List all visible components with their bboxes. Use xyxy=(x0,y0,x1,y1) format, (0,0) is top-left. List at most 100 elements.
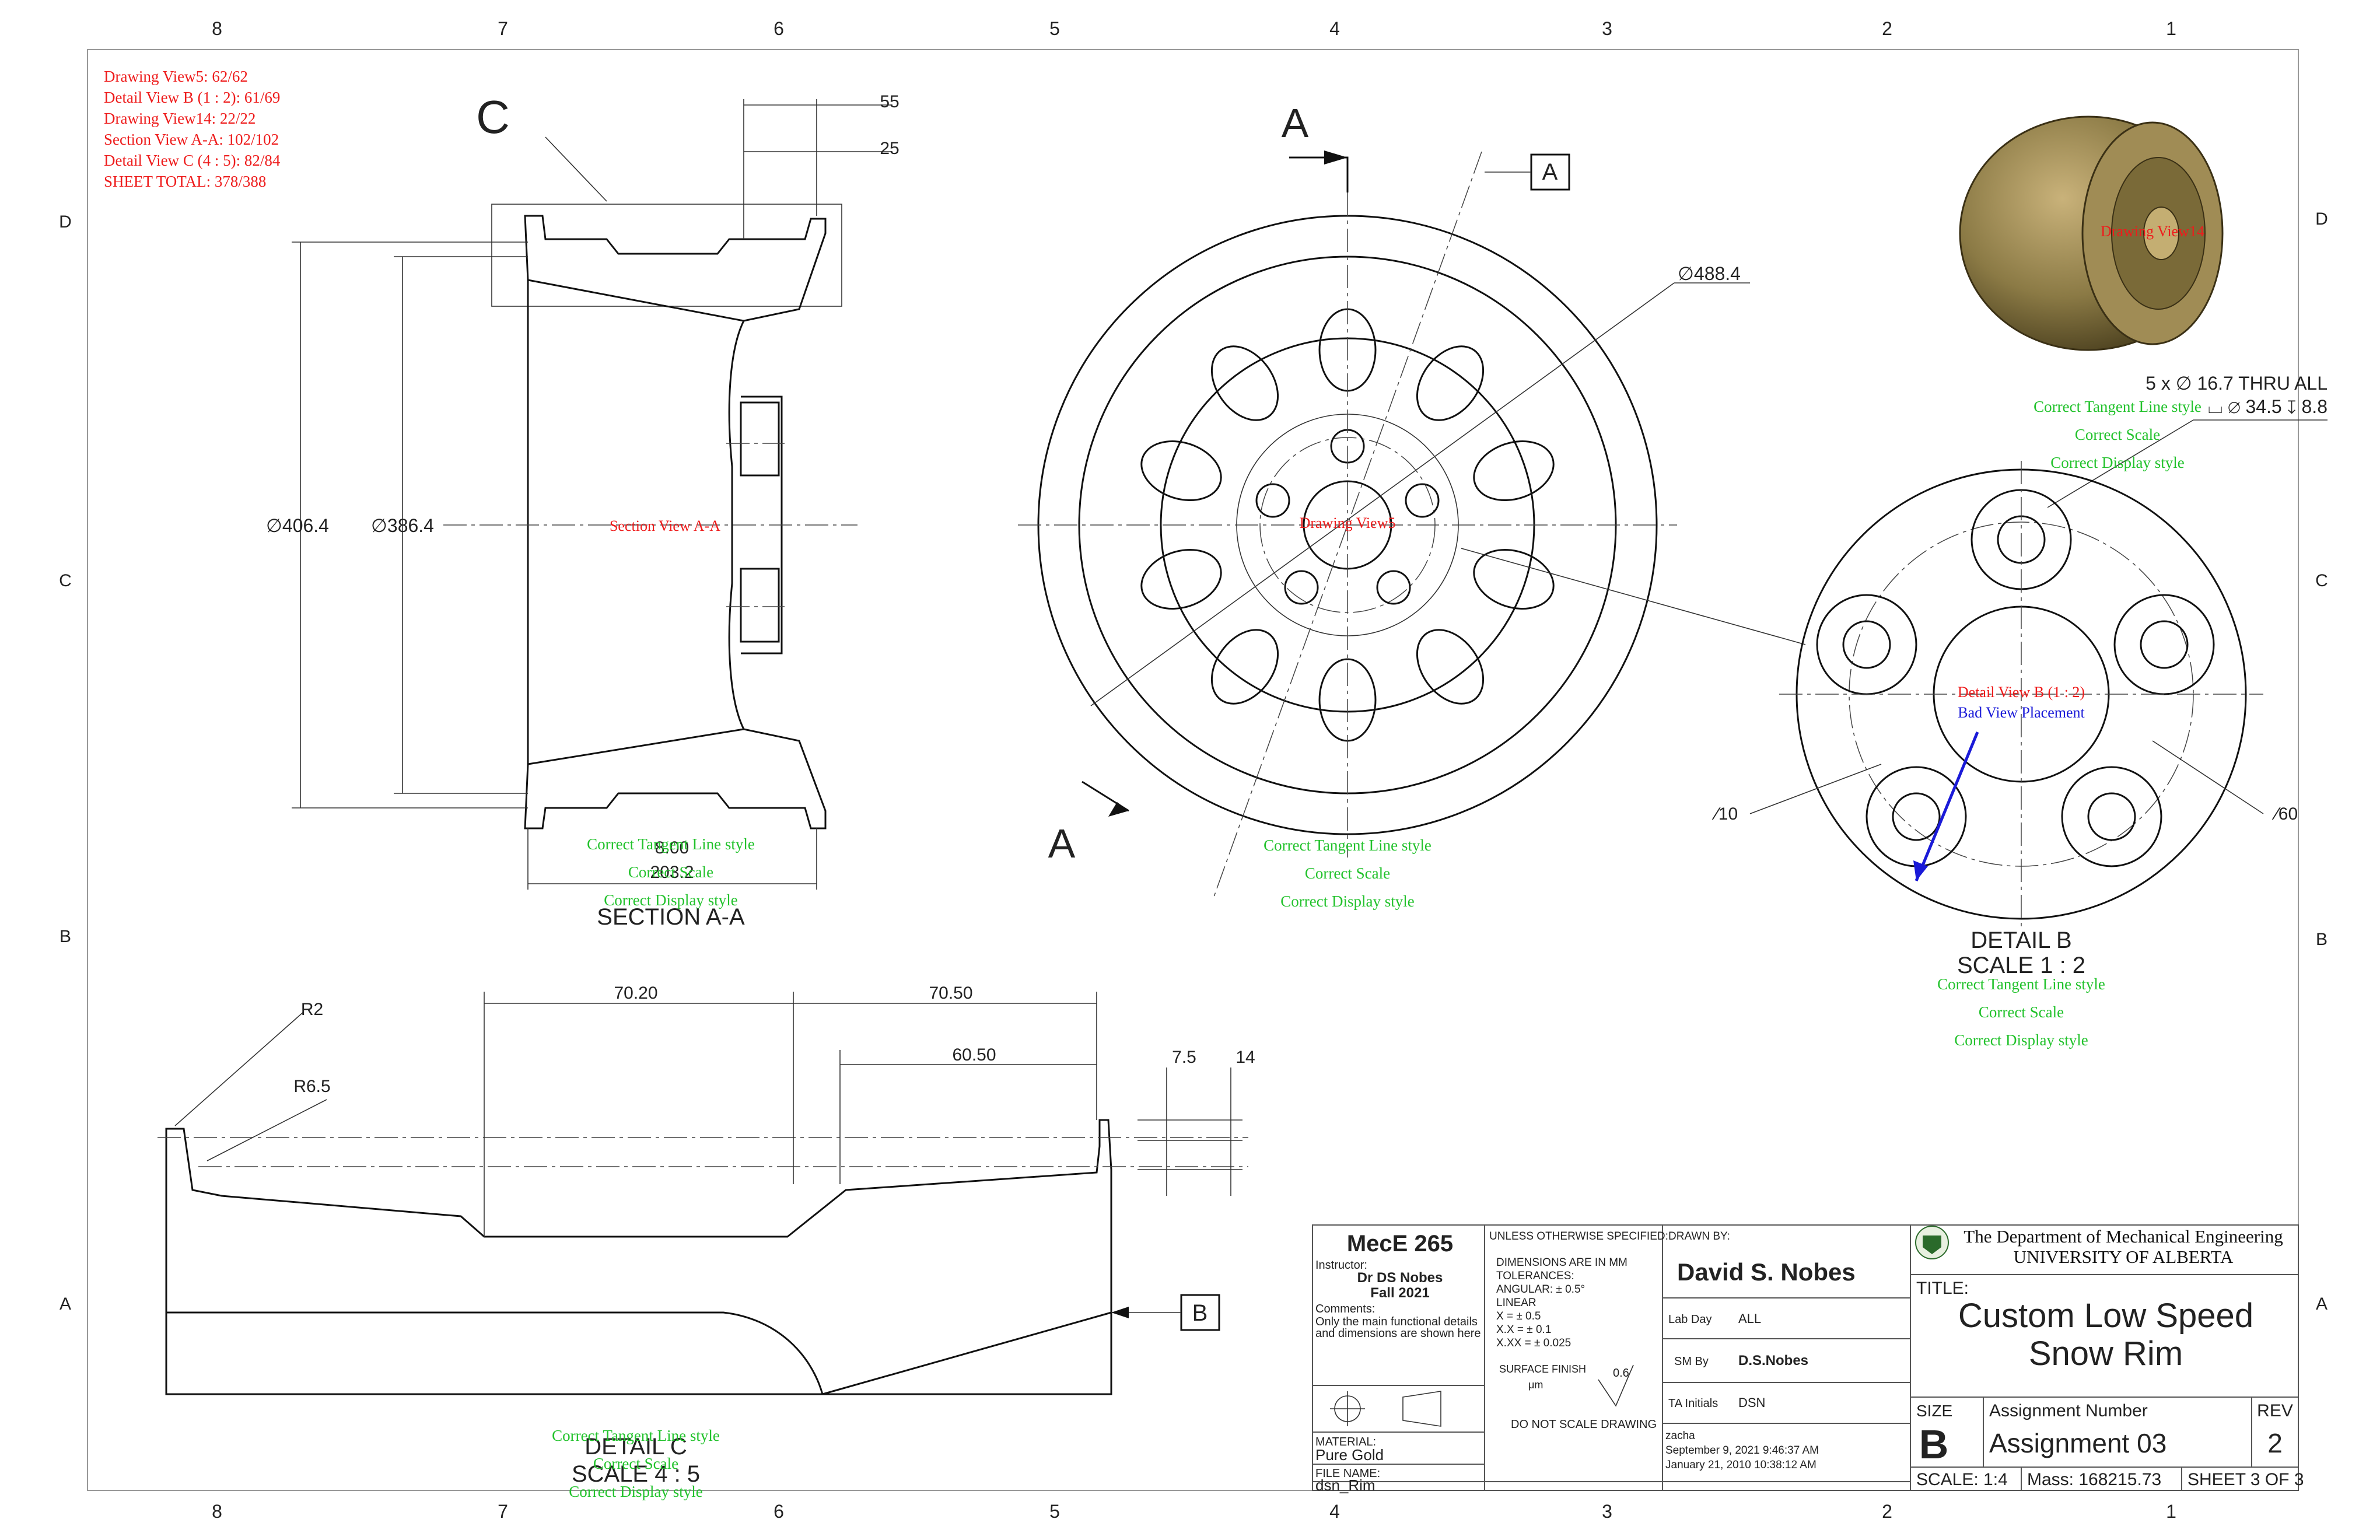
datum-b-triangle xyxy=(1111,1307,1129,1318)
zone-col-bottom: 5 xyxy=(1049,1501,1060,1522)
vent-oval xyxy=(1473,440,1555,502)
detail-c-feedback: Correct Tangent Line style xyxy=(552,1427,720,1444)
assignment-number: Assignment 03 xyxy=(1989,1428,2166,1458)
front-view-label: Drawing View5 xyxy=(1300,514,1396,531)
instructor-name: Dr DS Nobes xyxy=(1357,1270,1443,1286)
dim-outer-dia xyxy=(292,242,528,808)
grade-line: Section View A-A: 102/102 xyxy=(104,131,279,148)
title-block: MecE 265 Instructor: Dr DS Nobes Fall 20… xyxy=(1312,1224,2304,1494)
zone-markers: 8 7 6 5 4 3 2 1 8 7 6 5 4 3 2 1 D C B A … xyxy=(59,18,2328,1522)
dim-203: 203.2 xyxy=(650,863,694,882)
detail-c-leader xyxy=(545,136,607,202)
dia-406: ∅406.4 xyxy=(266,515,329,536)
scale: SCALE: 1:4 xyxy=(1916,1470,2008,1489)
detail-c-title-1: DETAIL C xyxy=(584,1434,687,1460)
vent-ovals xyxy=(1140,308,1555,742)
comments-text: Only the main functional details and dim… xyxy=(1315,1316,1481,1340)
material: Pure Gold xyxy=(1315,1446,1384,1464)
dia-488-leader xyxy=(1090,282,1750,706)
university: UNIVERSITY OF ALBERTA xyxy=(2014,1247,2234,1267)
tolerance-line: ANGULAR: ± 0.5° xyxy=(1496,1283,1585,1296)
detail-b-dim-leaders xyxy=(1749,740,2264,814)
review-arrow xyxy=(1915,732,1979,881)
tolerance-line: TOLERANCES: xyxy=(1496,1270,1574,1282)
thru-hole xyxy=(1842,620,1891,669)
review-arrowhead xyxy=(1913,860,1928,881)
ta-initials: DSN xyxy=(1738,1395,1765,1410)
drawn-by-label: DRAWN BY: xyxy=(1668,1230,1730,1242)
bolt-hole xyxy=(1376,570,1411,605)
dim-70-50: 70.50 xyxy=(929,984,972,1003)
bad-placement-note: Bad View Placement xyxy=(1958,704,2085,721)
hub-bolt-section-top xyxy=(740,401,780,477)
lab-day: ALL xyxy=(1738,1311,1761,1326)
detail-b-feedback-top: Correct Tangent Line style xyxy=(2034,398,2202,415)
title-block-frame xyxy=(1312,1224,2299,1491)
hole-note-1: 5 x ∅ 16.7 THRU ALL xyxy=(2146,373,2328,394)
zone-col: 7 xyxy=(498,18,508,39)
counterbore xyxy=(2113,594,2215,695)
dim-14: 14 xyxy=(1236,1048,1255,1067)
detail-b: 5 x ∅ 16.7 THRU ALL ⌴ ∅ 34.5 ↧ 8.8 Corre… xyxy=(1712,373,2328,1049)
front-feedback: Correct Tangent Line style xyxy=(1264,836,1432,854)
dim-25: 25 xyxy=(880,139,899,158)
size-label: SIZE xyxy=(1916,1402,1952,1420)
zone-col-bottom: 3 xyxy=(1602,1501,1612,1522)
radius-leaders xyxy=(174,1012,327,1161)
assignment-label: Assignment Number xyxy=(1989,1401,2148,1420)
hole-note-2: ⌴ ∅ 34.5 ↧ 8.8 xyxy=(2208,396,2328,417)
detail-b-feedback-top: Correct Scale xyxy=(2075,426,2160,443)
title-label: TITLE: xyxy=(1916,1279,1969,1298)
vent-oval xyxy=(1210,345,1279,421)
radius-6-5: R6.5 xyxy=(293,1077,330,1096)
section-feedback: Correct Tangent Line style xyxy=(587,835,755,853)
section-letter-bottom: A xyxy=(1048,821,1076,866)
iso-view: Drawing View14 xyxy=(1959,116,2224,351)
detail-c-feedback: Correct Display style xyxy=(569,1483,702,1500)
vent-oval xyxy=(1210,629,1279,705)
detail-c-letter: C xyxy=(476,91,510,143)
mass: Mass: 168215.73 xyxy=(2027,1470,2161,1489)
section-title: SECTION A-A xyxy=(597,904,745,930)
hole-note-leader xyxy=(2047,419,2328,508)
vent-oval xyxy=(1473,548,1555,610)
lab-day-label: Lab Day xyxy=(1668,1313,1712,1326)
detail-c-dims-vertical xyxy=(1138,1068,1242,1196)
rim-profile-hatch xyxy=(165,1119,1112,1395)
course-code: MecE 265 xyxy=(1347,1231,1453,1256)
detail-c-dims-horizontal xyxy=(484,992,1097,1237)
bolt-centerlines xyxy=(726,443,785,607)
term: Fall 2021 xyxy=(1370,1285,1429,1301)
datum-b: B xyxy=(1192,1300,1208,1326)
zone-col-bottom: 1 xyxy=(2166,1501,2176,1522)
sheet-size: B xyxy=(1919,1422,1949,1467)
front-centerlines xyxy=(1018,192,1677,858)
counterbore xyxy=(2061,766,2162,867)
detail-c-boundary xyxy=(491,204,842,307)
date-modified: September 9, 2021 9:46:37 AM xyxy=(1665,1444,1819,1457)
detail-b-title-2: SCALE 1 : 2 xyxy=(1957,953,2085,978)
rev: 2 xyxy=(2267,1428,2283,1458)
zone-col-bottom: 8 xyxy=(212,1501,222,1522)
section-view-a-a: C 55 25 ∅406.4 ∅386.4 Section View A-A 8… xyxy=(266,91,900,930)
section-arrow-top xyxy=(1289,156,1349,192)
grade-line: Detail View B (1 : 2): 61/69 xyxy=(104,89,280,106)
bolt-hole xyxy=(1255,483,1290,518)
detail-b-feedback: Correct Tangent Line style xyxy=(1937,975,2105,993)
vent-oval xyxy=(1416,345,1485,421)
detail-b-label: Detail View B (1 : 2) xyxy=(1958,684,2085,701)
rim-bottom-section xyxy=(524,728,827,830)
counterbore xyxy=(1816,594,1917,695)
tolerance-line: X.X = ± 0.1 xyxy=(1496,1324,1551,1336)
detail-b-centerlines xyxy=(1779,461,2263,928)
section-line-a xyxy=(1213,151,1482,899)
vent-oval xyxy=(1140,440,1222,502)
no-scale-note: DO NOT SCALE DRAWING xyxy=(1511,1418,1657,1431)
university-crest-shield xyxy=(1923,1236,1941,1254)
rev-label: REV xyxy=(2257,1401,2293,1420)
title-block-grid xyxy=(1312,1225,2298,1490)
front-feedback: Correct Display style xyxy=(1280,892,1414,910)
user: zacha xyxy=(1665,1430,1695,1442)
dia-488: ∅488.4 xyxy=(1678,263,1741,284)
